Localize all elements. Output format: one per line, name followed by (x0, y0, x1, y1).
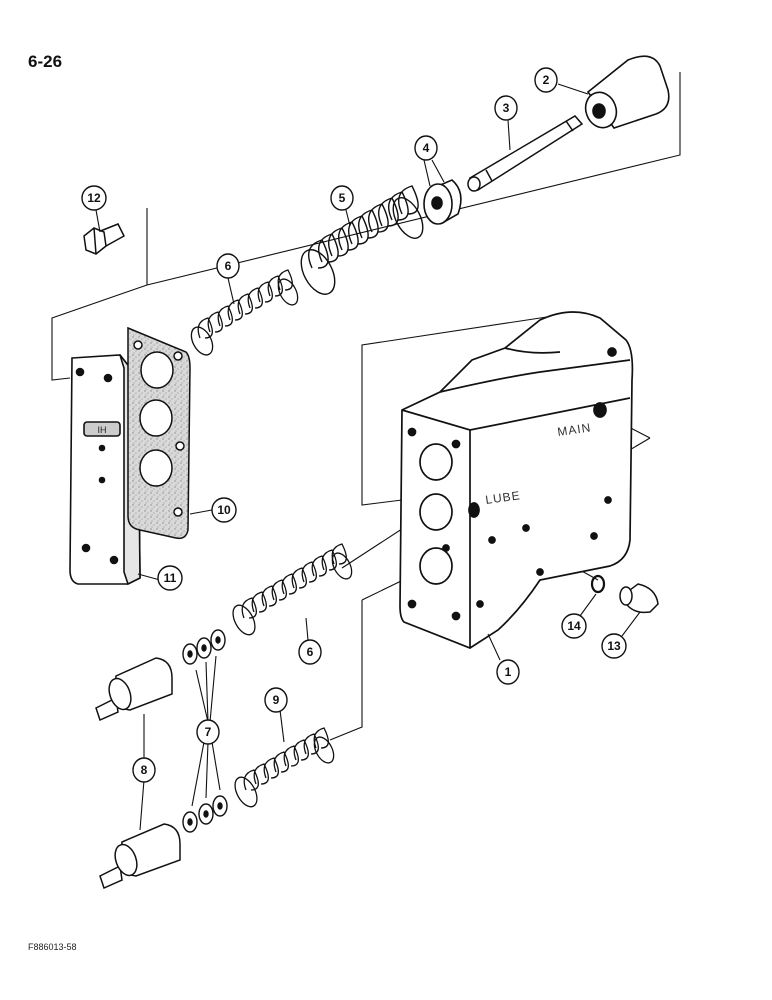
callout-6-lower-text: 6 (307, 645, 314, 659)
callout-10-text: 10 (217, 503, 231, 517)
callout-3-text: 3 (503, 101, 510, 115)
callout-1-text: 1 (505, 665, 512, 679)
callout-13-text: 13 (607, 639, 621, 653)
callout-2: 2 (534, 67, 558, 93)
callout-14: 14 (561, 613, 587, 639)
main-port-label: MAIN (556, 420, 592, 439)
callout-6-upper: 6 (216, 253, 240, 279)
callout-8-text: 8 (141, 763, 148, 777)
spring-part-5 (300, 185, 424, 295)
callout-6-upper-text: 6 (225, 259, 232, 273)
callout-10: 10 (211, 497, 237, 523)
callout-4-text: 4 (423, 141, 430, 155)
spring-part-9 (234, 727, 335, 808)
callout-3: 3 (494, 95, 518, 121)
page-number: 6-26 (28, 52, 63, 71)
oring-part-14 (590, 574, 606, 594)
callout-9-text: 9 (273, 693, 280, 707)
svg-text:IH: IH (98, 425, 107, 435)
callout-leaders (95, 83, 641, 831)
piston-part-8-lower (99, 823, 181, 890)
callout-2-text: 2 (543, 73, 550, 87)
callout-11: 11 (157, 565, 183, 591)
callout-12-text: 12 (87, 191, 101, 205)
figure-code: F886013-58 (28, 942, 77, 952)
valve-housing-part-1: MAIN LUBE (399, 311, 634, 649)
gasket-part-10 (127, 326, 191, 540)
callout-4: 4 (414, 135, 438, 161)
shims-part-7-lower (182, 795, 228, 833)
callouts: 2 3 4 5 6 12 10 11 1 13 14 6 9 7 8 (81, 67, 627, 783)
shims-part-7-upper (182, 629, 226, 665)
callout-1: 1 (496, 659, 520, 685)
callout-5: 5 (330, 185, 354, 211)
callout-5-text: 5 (339, 191, 346, 205)
callout-9: 9 (264, 687, 288, 713)
rod-part-3 (467, 115, 584, 192)
callout-11-text: 11 (164, 571, 177, 585)
lube-port-label: LUBE (484, 488, 521, 507)
callout-7-text: 7 (205, 725, 212, 739)
callout-8: 8 (132, 757, 156, 783)
callout-14-text: 14 (567, 619, 581, 633)
piston-part-8-upper (95, 657, 173, 722)
piston-part-2 (584, 55, 670, 129)
plug-part-13 (619, 583, 659, 614)
callout-7: 7 (196, 719, 220, 745)
collar-part-4 (423, 179, 462, 225)
callout-13: 13 (601, 633, 627, 659)
callout-12: 12 (81, 185, 107, 211)
callout-6-lower: 6 (298, 639, 322, 665)
bolt-part-12 (83, 223, 125, 255)
spring-part-6-lower (232, 543, 353, 636)
spring-part-6-upper (190, 269, 299, 356)
